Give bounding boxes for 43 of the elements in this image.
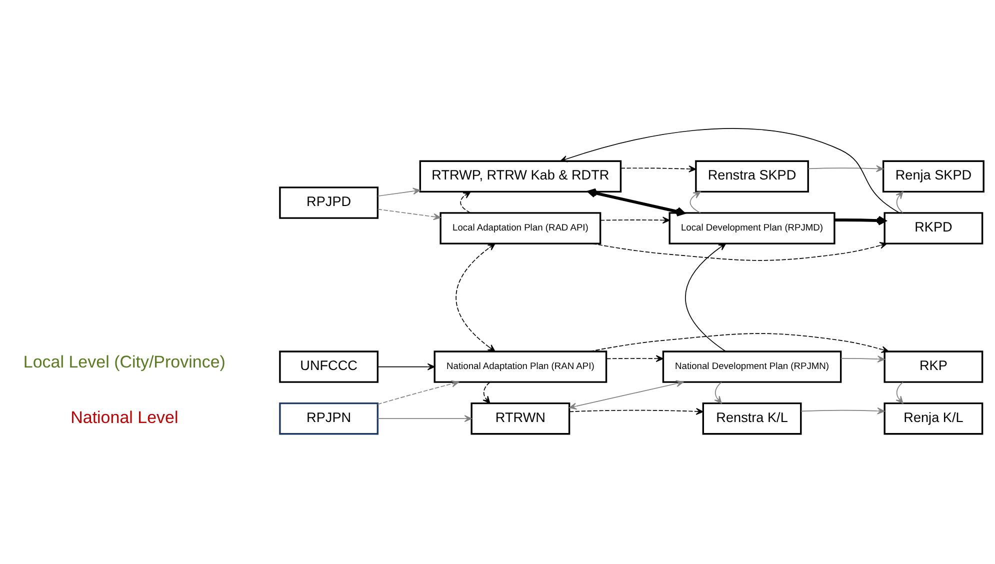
arrow xyxy=(690,191,701,214)
arrow xyxy=(606,355,664,362)
arrow xyxy=(377,363,435,370)
arrow xyxy=(620,165,696,172)
arrow xyxy=(482,382,490,404)
arrow xyxy=(834,216,886,226)
node-box: RPJPD xyxy=(279,186,379,219)
arrow xyxy=(377,380,459,405)
arrow xyxy=(589,333,889,353)
node-box: UNFCCC xyxy=(279,350,379,383)
node-box: RPJPN xyxy=(279,402,379,435)
arrow xyxy=(377,208,441,220)
arrow xyxy=(377,415,472,422)
arrow xyxy=(714,382,722,404)
node-box: Renja K/L xyxy=(884,402,984,435)
arrow xyxy=(808,165,884,172)
arrow xyxy=(800,407,885,414)
node-box: Local Development Plan (RPJMD) xyxy=(668,212,836,244)
arrow xyxy=(569,408,704,415)
arrow xyxy=(560,128,900,214)
arrow xyxy=(569,380,684,410)
arrow xyxy=(685,243,726,352)
arrow xyxy=(592,242,888,261)
label: Local Level (City/Province) xyxy=(23,352,226,372)
node-box: National Development Plan (RPJMN) xyxy=(662,350,842,383)
node-box: Local Adaptation Plan (RAD API) xyxy=(440,212,602,244)
node-box: Renstra SKPD xyxy=(695,160,809,193)
node-box: Renja SKPD xyxy=(882,160,984,193)
arrow xyxy=(840,356,885,363)
node-box: RTRWN xyxy=(470,402,570,435)
arrow xyxy=(377,188,420,196)
node-box: Renstra K/L xyxy=(702,402,802,435)
arrow xyxy=(600,216,670,224)
node-box: RKPD xyxy=(884,212,984,244)
arrow xyxy=(456,243,496,352)
node-box: National Adaptation Plan (RAN API) xyxy=(434,350,608,383)
arrow xyxy=(460,191,471,214)
label: National Level xyxy=(70,408,178,427)
node-box: RTRWP, RTRW Kab & RDTR xyxy=(419,160,622,193)
arrow xyxy=(588,188,685,216)
arrow xyxy=(896,191,904,214)
arrow xyxy=(896,382,904,404)
node-box: RKP xyxy=(884,350,984,383)
